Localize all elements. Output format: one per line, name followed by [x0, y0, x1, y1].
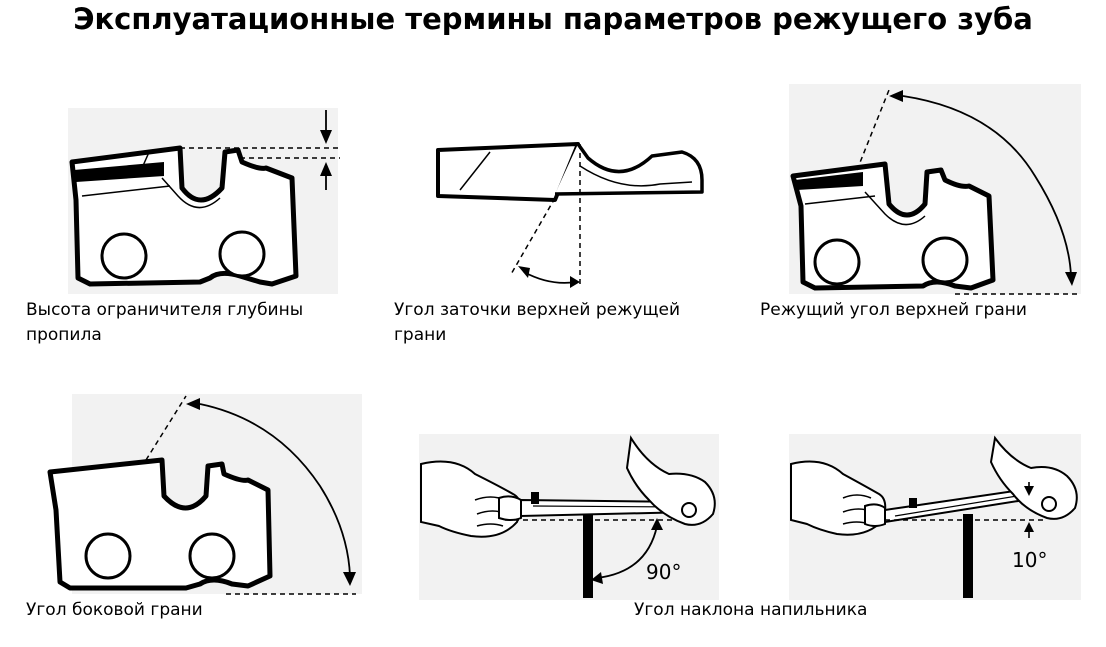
angle-90-label: 90°	[646, 560, 682, 584]
cutting-angle-caption: Режущий угол верхней грани	[760, 300, 1027, 320]
filing-angle-diagram	[436, 142, 704, 288]
angle-10-label: 10°	[1012, 548, 1048, 572]
side-plate-diagram	[47, 394, 362, 595]
cutting-angle-diagram	[789, 84, 1081, 295]
depth-gauge-caption: Высота ограничителя глубины пропила	[26, 300, 304, 345]
depth-gauge-diagram	[68, 108, 340, 294]
file-10-diagram	[789, 434, 1081, 600]
file-90-diagram	[419, 434, 719, 600]
page-title: Эксплуатационные термины параметров режу…	[73, 2, 1033, 36]
side-plate-caption: Угол боковой грани	[26, 600, 203, 620]
filing-angle-caption: Угол заточки верхней режущей грани	[394, 300, 680, 345]
file-tilt-caption: Угол наклона напильника	[634, 600, 868, 620]
